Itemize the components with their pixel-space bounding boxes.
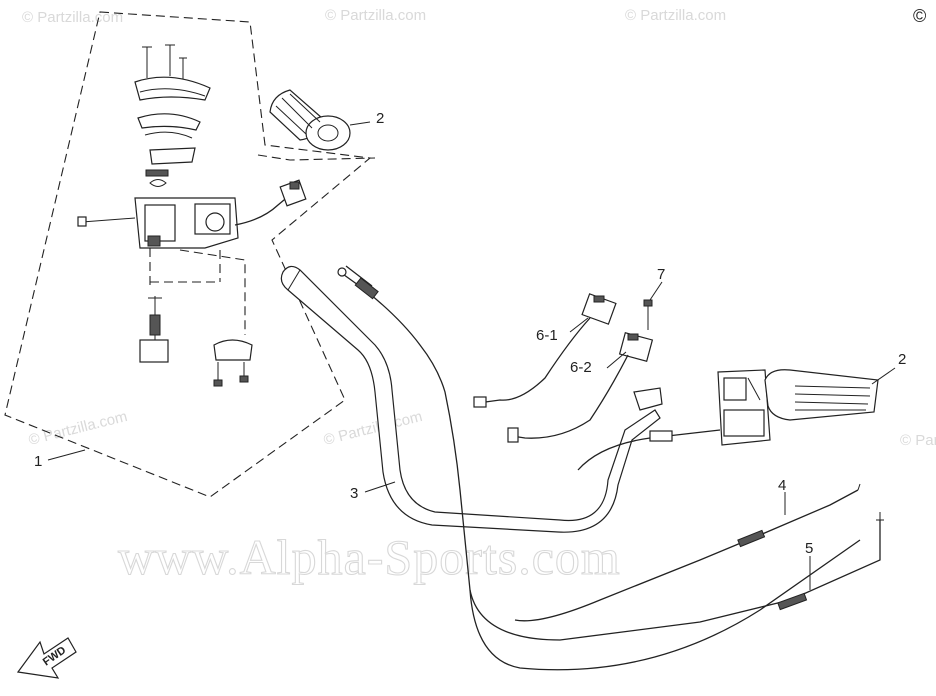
callout-3: 3 (350, 485, 358, 502)
right-grip (764, 367, 896, 421)
callout-leaders (47, 281, 811, 590)
callout-7: 7 (657, 266, 665, 283)
left-grip (257, 89, 376, 161)
forward-direction-arrow: FWD (16, 637, 77, 679)
left-switch-assembly (77, 44, 307, 387)
cables-4-5 (469, 483, 884, 641)
throttle-cable (337, 265, 861, 671)
callout-2-right-grip: 2 (898, 351, 906, 368)
copyright-mark: © (913, 6, 926, 26)
watermark-partzilla-1: © Partzilla.com (22, 9, 123, 26)
watermark-partzilla-5: © Partzilla.com (322, 408, 424, 449)
watermark-alpha-sports: www.Alpha-Sports.com (118, 529, 621, 585)
watermark-partzilla-6: © Partzilla.com (900, 432, 936, 449)
watermark-partzilla-2: © Partzilla.com (325, 7, 426, 24)
callout-6-1: 6-1 (536, 327, 558, 344)
handlebar (280, 265, 661, 533)
callout-labels: 1 2 2 3 4 5 6-1 6-2 7 (34, 110, 906, 557)
switch-assembly-boundary (4, 11, 372, 498)
right-switch-assembly (473, 293, 771, 471)
callout-1: 1 (34, 453, 42, 470)
watermark-partzilla-3: © Partzilla.com (625, 7, 726, 24)
callout-2-left-grip: 2 (376, 110, 384, 127)
callout-6-2: 6-2 (570, 359, 592, 376)
callout-4: 4 (778, 477, 786, 494)
watermark-partzilla-4: © Partzilla.com (27, 408, 129, 449)
callout-5: 5 (805, 540, 813, 557)
